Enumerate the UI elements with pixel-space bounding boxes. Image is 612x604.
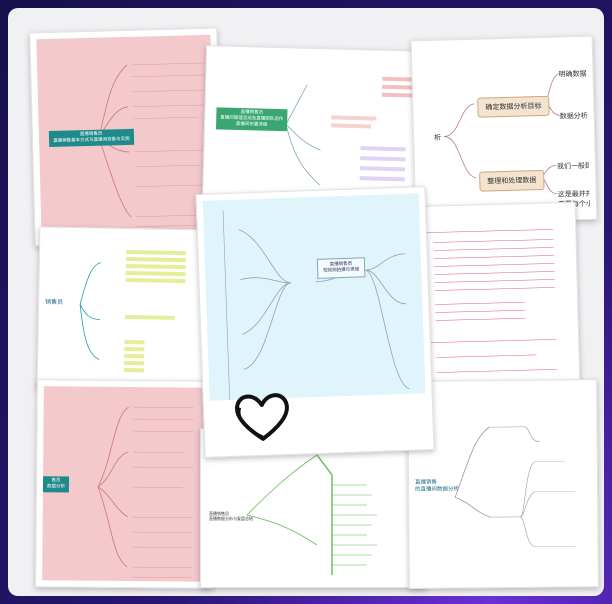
mindmap-center-node: 直播销售员 短视频拍摄与思维	[316, 257, 366, 279]
mindmap-center-node: 售员 数据分析	[42, 476, 70, 493]
card-pink-bottom-left[interactable]: 售员 数据分析	[35, 379, 215, 589]
card-green-bottom-center[interactable]: 直播销售员 直播数据分析与复盘总结	[200, 428, 426, 588]
mindmap-white-5	[412, 208, 574, 384]
center-line-2: 直播销售基本方式与直播间准备与实施	[53, 136, 130, 144]
mindmap-branch-lines	[222, 210, 410, 401]
mindmap-pink-1: 直播销售员 直播销售基本方式与直播间准备与实施	[36, 34, 216, 240]
mindmap-cyan-9: 直播销售员 短视频拍摄与思维	[202, 193, 426, 401]
card-white-bottom-right[interactable]: 直播销售 的直播间数据分析	[407, 379, 599, 589]
card-red-mid-right[interactable]	[405, 201, 581, 391]
card-tan-top-right[interactable]: 析 确定数据分析目标 整理和处理数据 明确数据分 数据分析目标 我们一般建议 这…	[410, 35, 598, 225]
mindmap-white-3: 析 确定数据分析目标 整理和处理数据 明确数据分 数据分析目标 我们一般建议 这…	[417, 42, 591, 218]
branch-text-2: 数据分析目标	[559, 111, 591, 121]
node-box-1: 确定数据分析目标	[477, 95, 550, 118]
center-line-2: 短视频拍摄与思维	[323, 267, 360, 274]
card-green-top-center[interactable]: 直播销售员 直播间管理活动及直播团队运作 直播间布置流程	[201, 45, 431, 213]
mindmap-pink-6: 售员 数据分析	[42, 386, 208, 582]
gallery-panel: 直播销售员 直播销售基本方式与直播间准备与实施 直播销售	[8, 8, 604, 596]
node-box-2: 整理和处理数据	[479, 169, 545, 192]
mindmap-white-4: 销售员	[43, 233, 205, 385]
mindmap-branch-lines	[454, 426, 576, 548]
card-yellow-mid-left[interactable]: 销售员	[36, 226, 212, 392]
mindmap-branch-lines	[285, 76, 413, 186]
branch-text-1: 明确数据分	[558, 69, 591, 79]
card-cyan-center[interactable]: 直播销售员 短视频拍摄与思维	[195, 186, 435, 458]
center-line-2: 数据分析	[46, 484, 65, 490]
mindmap-root: 直播销售 的直播间数据分析	[415, 479, 459, 493]
mindmap-center-node: 直播销售员 直播销售基本方式与直播间准备与实施	[48, 128, 134, 148]
root-line-2: 的直播间数据分析	[415, 486, 460, 493]
mindmap-branch-lines	[246, 454, 377, 575]
partial-text: 析	[434, 133, 442, 142]
center-node-partial: 销售员	[45, 298, 64, 306]
root-line-1: 直播销售员	[209, 511, 229, 516]
mindmap-center-node: 直播销售员 直播间管理活动及直播团队运作 直播间布置流程	[215, 107, 288, 132]
mindmap-white-8: 直播销售 的直播间数据分析	[414, 386, 592, 582]
branch-text-3: 我们一般建议	[556, 161, 591, 171]
mindmap-branch-lines	[97, 406, 194, 578]
mindmap-branch-lines	[79, 250, 187, 373]
root-line-2: 直播数据分析与复盘总结	[209, 516, 253, 521]
heart-doodle-icon	[235, 393, 289, 441]
mindmap-white-7: 直播销售员 直播数据分析与复盘总结	[207, 435, 419, 581]
mindmap-white-2: 直播销售员 直播间管理活动及直播团队运作 直播间布置流程	[209, 52, 423, 206]
mindmap-root: 直播销售员 直播数据分析与复盘总结	[209, 511, 253, 521]
mindmap-branch-lines	[422, 229, 557, 373]
card-pink-top-left[interactable]: 直播销售员 直播销售基本方式与直播间准备与实施	[29, 27, 223, 247]
